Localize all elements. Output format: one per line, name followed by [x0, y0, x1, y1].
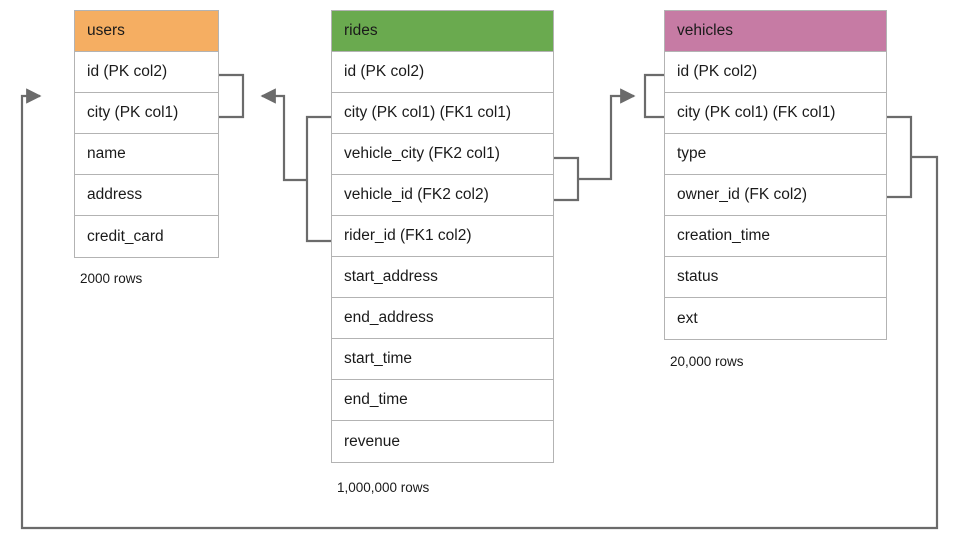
table-vehicles-column-owner-id[interactable]: owner_id (FK col2)	[665, 175, 886, 216]
table-rides-column-end-time[interactable]: end_time	[332, 380, 553, 421]
table-rides-column-city[interactable]: city (PK col1) (FK1 col1)	[332, 93, 553, 134]
column-label: start_time	[344, 350, 413, 367]
table-vehicles-title: vehicles	[677, 22, 733, 39]
table-vehicles-row-count: 20,000 rows	[670, 354, 744, 369]
column-label: vehicle_city (FK2 col1)	[344, 145, 500, 162]
column-label: id (PK col2)	[677, 63, 758, 80]
column-label: city (PK col1)	[87, 104, 179, 121]
table-rides-column-id[interactable]: id (PK col2)	[332, 52, 553, 93]
column-label: rider_id (FK1 col2)	[344, 227, 472, 244]
column-label: revenue	[344, 432, 401, 450]
column-label: start_address	[344, 268, 438, 285]
table-vehicles-column-status[interactable]: status	[665, 257, 886, 298]
column-label: city (PK col1) (FK1 col1)	[344, 104, 512, 121]
column-label: type	[677, 145, 707, 162]
table-rides-column-vehicle-id[interactable]: vehicle_id (FK2 col2)	[332, 175, 553, 216]
table-users-column-id[interactable]: id (PK col2)	[75, 52, 218, 93]
column-label: credit_card	[87, 227, 164, 245]
column-label: end_address	[344, 309, 434, 326]
column-label: id (PK col2)	[87, 63, 168, 80]
table-rides-column-rider-id[interactable]: rider_id (FK1 col2)	[332, 216, 553, 257]
table-rides[interactable]: rides id (PK col2) city (PK col1) (FK1 c…	[331, 10, 554, 463]
table-vehicles-header: vehicles	[665, 11, 886, 52]
column-label: id (PK col2)	[344, 63, 425, 80]
table-rides-column-start-address[interactable]: start_address	[332, 257, 553, 298]
table-vehicles-column-creation-time[interactable]: creation_time	[665, 216, 886, 257]
table-users[interactable]: users id (PK col2) city (PK col1) name a…	[74, 10, 219, 258]
table-vehicles-column-id[interactable]: id (PK col2)	[665, 52, 886, 93]
table-users-row-count: 2000 rows	[80, 271, 143, 286]
edge-rides-fk2-to-vehicles	[554, 73, 664, 202]
table-users-column-credit-card[interactable]: credit_card	[75, 216, 218, 257]
table-rides-column-end-address[interactable]: end_address	[332, 298, 553, 339]
table-rides-column-start-time[interactable]: start_time	[332, 339, 553, 380]
column-label: vehicle_id (FK2 col2)	[344, 186, 489, 203]
table-vehicles-column-ext[interactable]: ext	[665, 298, 886, 339]
table-users-column-name[interactable]: name	[75, 134, 218, 175]
table-vehicles-column-city[interactable]: city (PK col1) (FK col1)	[665, 93, 886, 134]
column-label: ext	[677, 309, 698, 327]
table-rides-title: rides	[344, 22, 378, 39]
table-vehicles[interactable]: vehicles id (PK col2) city (PK col1) (FK…	[664, 10, 887, 340]
table-users-header: users	[75, 11, 218, 52]
column-label: status	[677, 268, 719, 285]
table-users-column-city[interactable]: city (PK col1)	[75, 93, 218, 134]
column-label: address	[87, 186, 143, 203]
table-rides-header: rides	[332, 11, 553, 52]
column-label: end_time	[344, 391, 408, 408]
column-label: city (PK col1) (FK col1)	[677, 104, 836, 121]
table-rides-column-vehicle-city[interactable]: vehicle_city (FK2 col1)	[332, 134, 553, 175]
column-label: name	[87, 145, 126, 162]
table-vehicles-column-type[interactable]: type	[665, 134, 886, 175]
edge-rides-fk1-to-users	[219, 73, 331, 243]
table-users-title: users	[87, 22, 125, 39]
table-rides-column-revenue[interactable]: revenue	[332, 421, 553, 462]
table-users-column-address[interactable]: address	[75, 175, 218, 216]
table-rides-row-count: 1,000,000 rows	[337, 480, 430, 495]
column-label: creation_time	[677, 227, 771, 244]
column-label: owner_id (FK col2)	[677, 186, 808, 203]
